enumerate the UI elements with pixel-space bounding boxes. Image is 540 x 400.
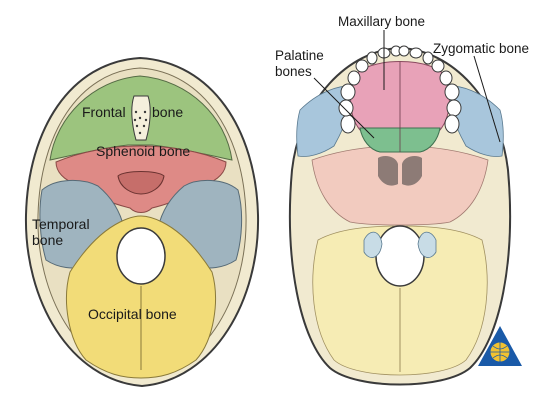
label-frontal-bone-word: bone [152, 104, 184, 120]
occipital-condyles [363, 231, 437, 258]
label-palatine-line2: bones [275, 64, 312, 79]
sella-turcica [117, 171, 165, 195]
label-sphenoid-bone: Sphenoid bone [96, 143, 191, 159]
globe-triangle-logo [478, 326, 522, 366]
palatine-pointer [313, 77, 375, 139]
upper-teeth-arch [338, 45, 462, 134]
label-zygomatic-bone: Zygomatic bone [433, 41, 530, 56]
label-temporal-line2: bone [32, 232, 64, 248]
label-temporal-line1: Temporal [32, 216, 90, 232]
choanae [378, 156, 422, 186]
sphenoid-inferior-region [311, 145, 489, 226]
skull-inferior-view [289, 45, 511, 386]
label-maxillary-bone: Maxillary bone [338, 14, 426, 29]
label-occipital-bone: Occipital bone [88, 306, 177, 322]
zygomatic-pointer [473, 55, 501, 143]
foramen-magnum-left [116, 227, 166, 285]
cranial-base-interior-view [24, 56, 260, 388]
leader-lines [313, 30, 501, 143]
foramen-magnum-right [375, 225, 425, 287]
cribriform-dots [133, 110, 148, 135]
label-palatine-line1: Palatine [275, 48, 324, 63]
label-frontal: Frontal [82, 104, 126, 120]
